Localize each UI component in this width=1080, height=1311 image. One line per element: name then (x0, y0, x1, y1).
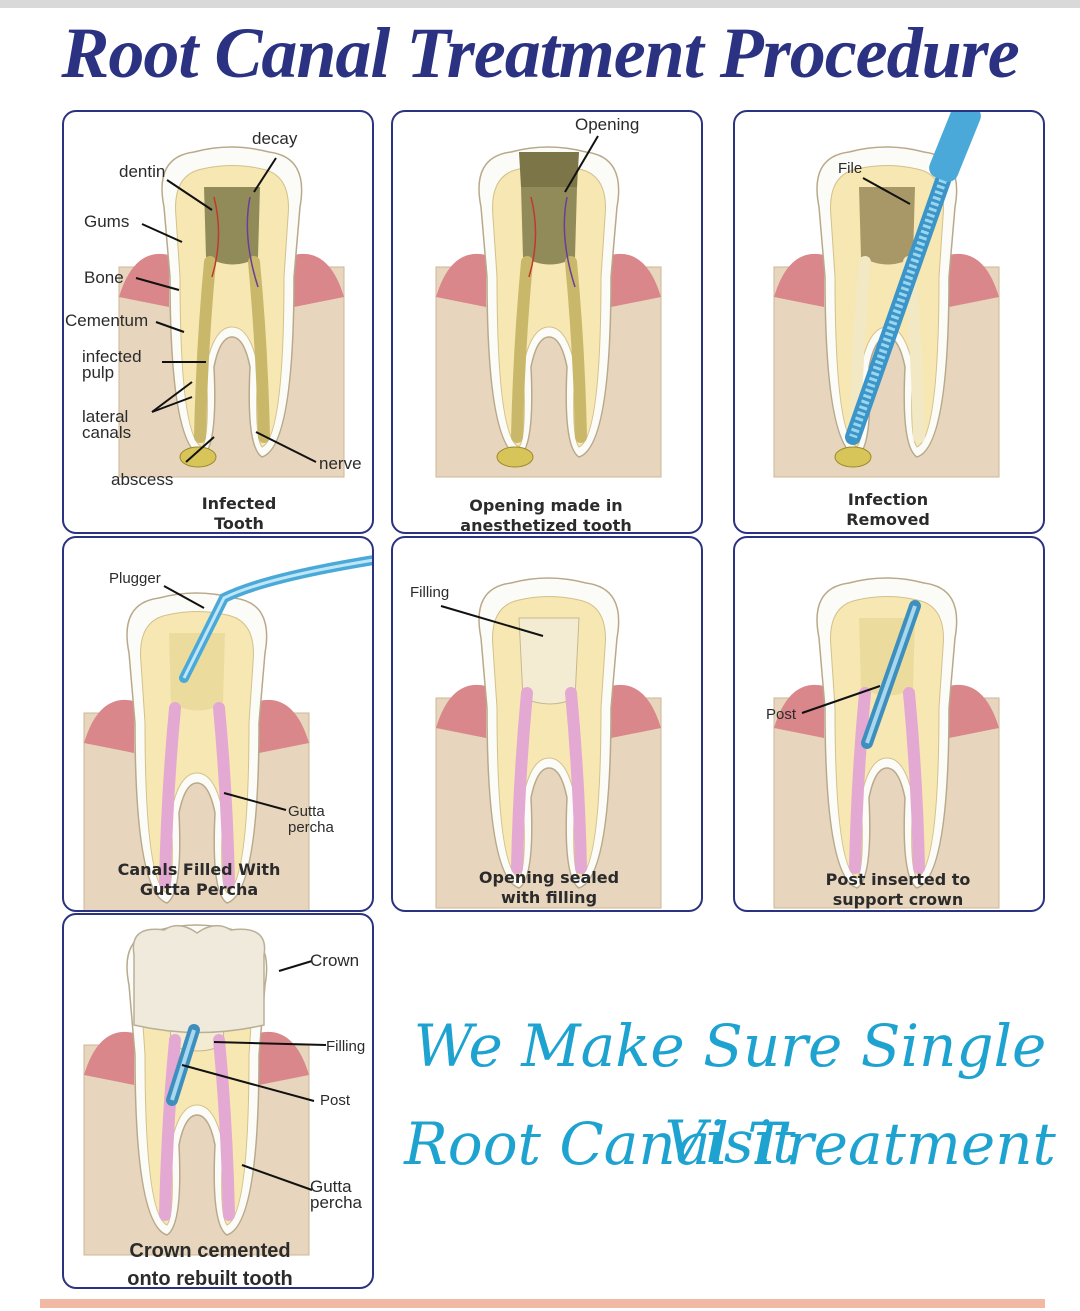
cementum-label: Cementum (65, 311, 149, 330)
tooth-group (435, 146, 662, 478)
nerve-fiber (563, 196, 576, 288)
root-canal-left (511, 687, 533, 874)
gum-left (436, 684, 486, 738)
leader-lines (135, 157, 317, 463)
post-rod (861, 600, 921, 749)
leader-lines (181, 960, 327, 1191)
bone-label: Bone (84, 268, 124, 287)
nerve-label: nerve (319, 454, 362, 473)
root-canal-left (159, 702, 181, 889)
tooth-group (435, 577, 662, 909)
pulp-chamber (169, 633, 225, 711)
nerve-fiber (246, 196, 259, 288)
page-title: Root Canal Treatment Procedure (61, 13, 1019, 93)
blood-vessel (211, 196, 220, 278)
panel-caption: Opening made in anesthetized tooth (460, 496, 632, 534)
filling-label: Filling (326, 1038, 366, 1055)
gum-left (84, 699, 134, 753)
file-label: File (838, 160, 863, 177)
gum-right (259, 1031, 309, 1085)
leader-lines (801, 685, 881, 714)
gum-left (774, 684, 824, 738)
blood-vessel (528, 196, 537, 278)
abscess (179, 446, 217, 468)
opened-tooth-illustration (435, 146, 662, 478)
panel-infected-tooth: decay dentin Gums Bone Cementum infected… (62, 110, 374, 534)
top-border (0, 0, 1080, 8)
tooth-group (83, 924, 310, 1256)
tooth-group (83, 592, 310, 910)
pulp-chamber (859, 187, 915, 265)
post-label: Post (320, 1092, 351, 1109)
gum-right (949, 253, 999, 307)
panel-caption: Infection Removed (846, 490, 930, 529)
post-label: Post (766, 706, 797, 723)
root-canal-right (565, 687, 587, 874)
infected-pulp-label: infected pulp (82, 347, 142, 382)
leader-lines (440, 605, 544, 637)
filling-label: Filling (410, 584, 450, 601)
crowned-tooth-illustration (83, 924, 310, 1256)
gutta-percha-label: Gutta percha (310, 1177, 362, 1212)
plugger-instrument (179, 555, 372, 683)
panel-opening-sealed: Filling Opening sealed with filling (391, 536, 703, 912)
tooth-group (773, 577, 1000, 909)
panel-caption: Post inserted to support crown (825, 870, 971, 909)
crown-label: Crown (310, 951, 360, 970)
panel-post-inserted: Post Post inserted to support crown (733, 536, 1045, 912)
panel-crown-cemented: Crown Filling Post Gutta percha Crown ce… (62, 913, 374, 1289)
root-canal-left (511, 256, 533, 443)
root-canal-right (213, 1034, 235, 1221)
gum-right (259, 699, 309, 753)
post-tooth-illustration (773, 577, 1000, 909)
leader-lines (163, 585, 287, 811)
crown-cap (132, 924, 266, 1034)
opening-label: Opening (575, 115, 640, 134)
panel-opening: Opening Opening made in anesthetized too… (391, 110, 703, 534)
panel-caption: Crown cemented onto rebuilt tooth (127, 1240, 293, 1289)
dentin-label: dentin (119, 162, 166, 181)
plugger-label: Plugger (109, 570, 161, 587)
root-canal-left (849, 687, 871, 874)
gum-right (949, 684, 999, 738)
file-instrument (845, 112, 981, 445)
abscess (834, 446, 872, 468)
lateral-canals-label: lateral canals (82, 407, 132, 442)
access-opening (519, 152, 579, 187)
abscess-label: abscess (111, 470, 174, 489)
gum-right (611, 253, 661, 307)
panel-infection-removed: File Infection Removed (733, 110, 1045, 534)
panel-caption: Infected Tooth (201, 494, 277, 533)
leader-lines (564, 135, 599, 193)
gums-label: Gums (84, 212, 130, 231)
gum-right (294, 253, 344, 307)
slogan-line-2: Root Canal Treatment (404, 1110, 1056, 1178)
bottom-border (40, 1299, 1045, 1308)
gum-left (84, 1031, 134, 1085)
gum-right (611, 684, 661, 738)
gum-left (774, 253, 824, 307)
filled-canals-illustration (83, 592, 310, 910)
root-canal-left (159, 1034, 181, 1221)
sealed-tooth-illustration (435, 577, 662, 909)
infected-tooth-illustration (118, 146, 345, 478)
panel-caption: Canals Filled With Gutta Percha (117, 860, 281, 899)
gum-left (436, 253, 486, 307)
tooth-group (118, 146, 345, 478)
panel-canals-filled: Plugger Gutta percha Canals Filled With … (62, 536, 374, 912)
slogan-line-1: We Make Sure Single Visit (413, 1012, 1047, 1176)
decay-label: decay (252, 129, 298, 148)
root-canal-right (903, 687, 925, 874)
abscess (496, 446, 534, 468)
panel-caption: Opening sealed with filling (478, 868, 620, 907)
leader-lines (862, 177, 911, 205)
gutta-percha-label: Gutta percha (288, 803, 334, 836)
root-canal-left (194, 256, 216, 443)
